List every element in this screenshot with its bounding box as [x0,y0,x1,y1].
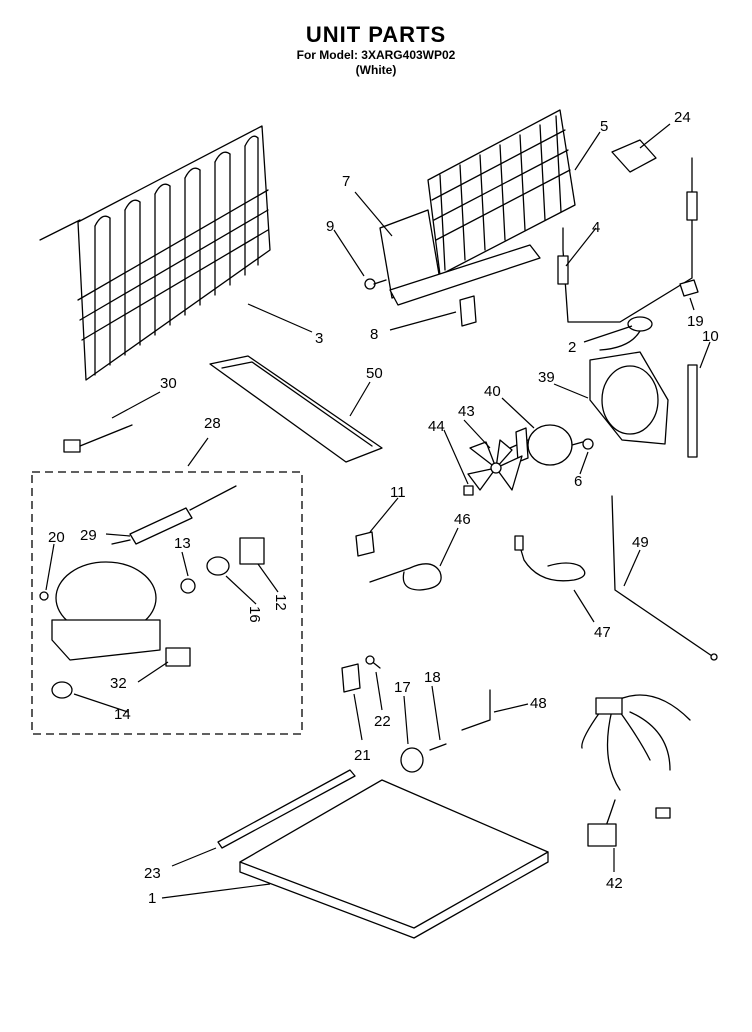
callout-7: 7 [342,173,350,190]
overload [180,578,196,594]
clip-11 [355,531,375,557]
callout-29: 29 [80,527,97,544]
screw-22 [365,655,381,669]
fan-shroud [589,351,669,445]
diagram-title: UNIT PARTS [305,22,447,47]
callout-49: 49 [632,534,649,551]
callout-48: 48 [530,695,547,712]
callout-23: 23 [144,865,161,882]
wire-connector-19 [679,279,699,297]
bracket-21 [341,663,361,693]
drain-cap [611,139,657,173]
callout-5: 5 [600,118,608,135]
callout-42: 42 [606,875,623,892]
cover [239,537,265,565]
callout-16: 16 [246,606,263,623]
relay [206,556,230,576]
callout-17: 17 [394,679,411,696]
callout-12: 12 [272,594,289,611]
drain-trough [209,355,383,463]
model-number-line: For Model: 3XARG403WP02 [296,48,456,62]
callout-14: 14 [114,706,131,723]
tube-48 [461,689,491,731]
condenser-coil [39,125,271,381]
defrost-terminator [557,157,698,323]
leader-lines [45,123,711,899]
wiring-harness [581,694,691,847]
insulation-strip [687,364,698,458]
callout-24: 24 [674,109,691,126]
callout-44: 44 [428,418,445,435]
callout-30: 30 [160,375,177,392]
axle-18 [429,743,447,751]
roller-17 [400,747,424,773]
callout-39: 39 [538,369,555,386]
callout-6: 6 [574,473,582,490]
compressor [39,561,161,699]
capacitor [165,647,191,667]
callout-46: 46 [454,511,471,528]
tube-49 [611,495,718,661]
tube-47 [514,535,586,582]
callout-32: 32 [110,675,127,692]
drier [111,485,237,545]
callout-numbers: 3 7 9 5 24 4 8 19 2 10 30 50 39 40 28 43… [48,109,719,907]
callout-10: 10 [702,328,719,345]
callout-3: 3 [315,330,323,347]
clip-8 [459,295,477,327]
callout-2: 2 [568,339,576,356]
fan-nut [463,485,474,496]
callout-21: 21 [354,747,371,764]
callout-43: 43 [458,403,475,420]
callout-13: 13 [174,535,191,552]
screw-9 [364,278,387,290]
callout-8: 8 [370,326,378,343]
thermistor [63,424,133,453]
drain-hose-46 [369,563,442,591]
callout-22: 22 [374,713,391,730]
callout-19: 19 [687,313,704,330]
callout-1: 1 [148,890,156,907]
color-line: (White) [355,63,397,77]
screw-6 [582,438,594,450]
grommet [599,316,653,351]
callout-18: 18 [424,669,441,686]
compressor-kit-box [31,471,303,735]
callout-9: 9 [326,218,334,235]
evaporator-assembly [379,109,576,306]
fan-blade [467,439,523,491]
callout-20: 20 [48,529,65,546]
callout-4: 4 [592,219,600,236]
base-pan [239,779,549,939]
callout-50: 50 [366,365,383,382]
callout-47: 47 [594,624,611,641]
callout-28: 28 [204,415,221,432]
trim-strip [217,769,356,849]
evaporator-fan-motor [509,424,591,466]
callout-40: 40 [484,383,501,400]
callout-11: 11 [390,484,406,501]
